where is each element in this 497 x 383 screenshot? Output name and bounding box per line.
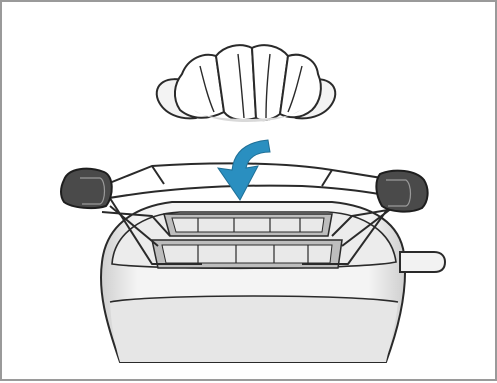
rack-handle-left — [60, 167, 113, 210]
rack-handle-right — [375, 169, 429, 213]
toaster-slots — [151, 213, 343, 269]
down-arrow-icon — [216, 139, 271, 201]
croissant — [155, 44, 337, 122]
toaster-lever — [399, 251, 447, 273]
